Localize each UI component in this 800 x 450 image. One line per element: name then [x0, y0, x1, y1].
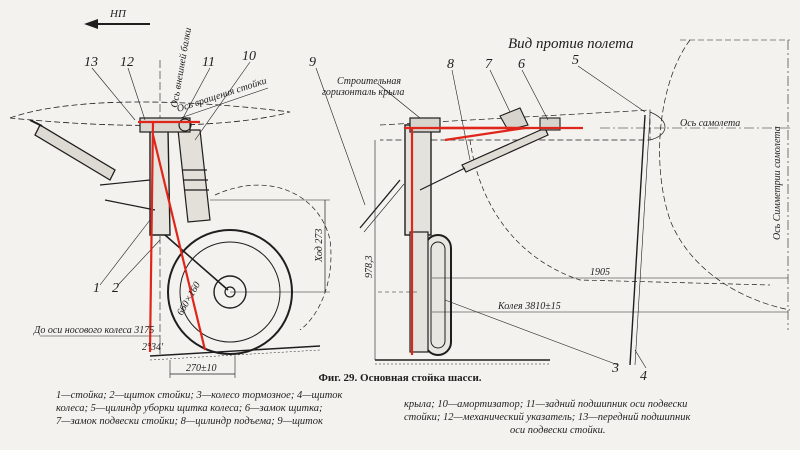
callout-4: 4 [640, 369, 647, 384]
front-view-red-lines [404, 126, 583, 355]
symmetry-axis-label: Ось Симметрии самолета [772, 126, 783, 240]
legend-line: колеса; 5—цилиндр уборки щитка колеса; 6… [56, 403, 323, 414]
nose-wheel-distance-label: До оси носового колеса 3175 [33, 325, 154, 336]
front-view [315, 39, 791, 369]
figure-caption: Фиг. 29. Основная стойка шасси. [318, 372, 482, 384]
strut-rotation-axis-label: Ось вращения стойки [176, 75, 269, 114]
callout-1: 1 [93, 281, 100, 296]
track-label: Колея 3810±15 [497, 301, 561, 312]
angle-label: 2°34' [142, 342, 164, 353]
legend-right: крыла; 10—амортизатор; 11—задний подшипн… [404, 398, 744, 437]
callout-2: 2 [112, 281, 119, 296]
legend-line: стойки; 12—механический указатель; 13—пе… [404, 412, 691, 423]
direction-arrow [84, 19, 150, 29]
callout-8: 8 [447, 57, 454, 72]
callout-13: 13 [84, 55, 98, 70]
callout-3: 3 [611, 361, 619, 376]
legend-line: крыла; 10—амортизатор; 11—задний подшипн… [404, 399, 688, 410]
wing-horizontal-line-1: Строительная [337, 76, 401, 87]
dim-270-label: 270±10 [186, 363, 217, 374]
side-view-red-lines [138, 120, 207, 353]
callout-11: 11 [202, 55, 215, 70]
callout-10: 10 [242, 49, 256, 64]
callout-9: 9 [309, 55, 316, 70]
dim-1905-label: 1905 [590, 267, 610, 278]
callout-5: 5 [572, 53, 579, 68]
legend-line: оси подвески стойки. [510, 425, 606, 436]
view-title: Вид против полета [508, 36, 634, 52]
aircraft-axis-label: Ось самолета [680, 118, 740, 129]
wing-horizontal-line-2: горизонталь крыла [322, 87, 404, 98]
outer-beam-axis-label: Ось внешней балки [169, 27, 194, 109]
callout-12: 12 [120, 55, 134, 70]
callout-6: 6 [518, 57, 525, 72]
legend-left: 1—стойка; 2—щиток стойки; 3—колесо тормо… [56, 389, 396, 428]
direction-label: НП [109, 8, 127, 20]
dim-9783-label: 978,3 [364, 256, 375, 279]
legend-line: 1—стойка; 2—щиток стойки; 3—колесо тормо… [56, 390, 343, 401]
callout-7: 7 [485, 57, 493, 72]
legend-line: 7—замок подвески стойки; 8—цилиндр подъе… [56, 416, 323, 427]
stroke-label: Ход 273 [314, 229, 325, 263]
